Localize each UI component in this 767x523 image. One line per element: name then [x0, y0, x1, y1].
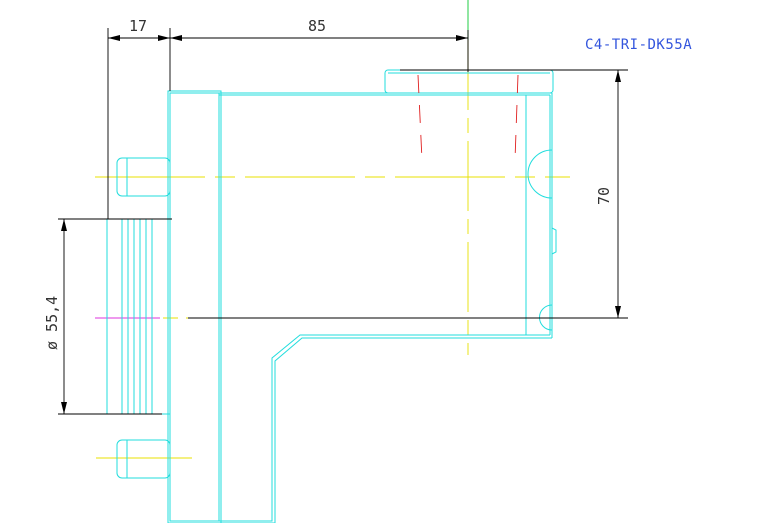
- dimension-label-85: 85: [308, 17, 326, 35]
- dimension-label-70: 70: [595, 187, 613, 205]
- dimension-label-diameter: ø 55,4: [43, 296, 61, 350]
- dimension-lines: [58, 28, 628, 415]
- centerlines: [95, 0, 570, 459]
- dimension-label-17: 17: [129, 17, 147, 35]
- part-outline: [106, 69, 557, 523]
- hidden-lines: [417, 74, 519, 161]
- part-label: C4-TRI-DK55A: [585, 37, 692, 53]
